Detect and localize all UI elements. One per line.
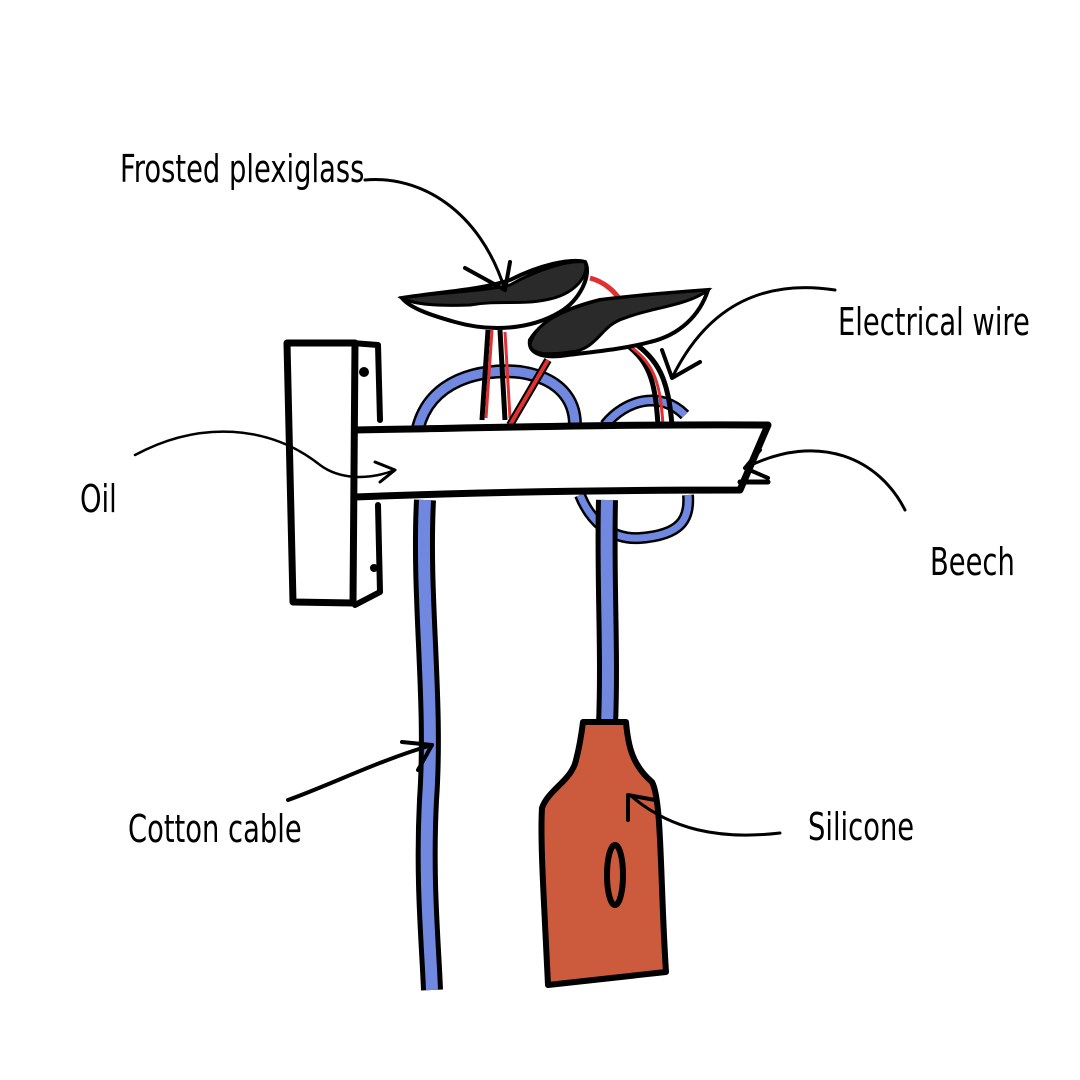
annotation-arrows xyxy=(133,178,907,837)
beech-arm xyxy=(351,421,772,501)
label-beech: Beech xyxy=(930,539,1015,584)
labels: Frosted plexiglass Electrical wire Oil B… xyxy=(80,146,1030,851)
cotton-cable-loops xyxy=(411,364,695,545)
label-frosted-plexiglass: Frosted plexiglass xyxy=(120,146,364,191)
wall-plate xyxy=(283,339,383,608)
silicone-socket xyxy=(538,719,669,988)
label-silicone: Silicone xyxy=(808,804,914,849)
label-oil: Oil xyxy=(80,476,117,521)
frosted-plexiglass xyxy=(397,258,713,359)
cotton-cable xyxy=(412,499,619,991)
label-cotton-cable: Cotton cable xyxy=(128,806,302,851)
label-electrical-wire: Electrical wire xyxy=(838,299,1030,344)
